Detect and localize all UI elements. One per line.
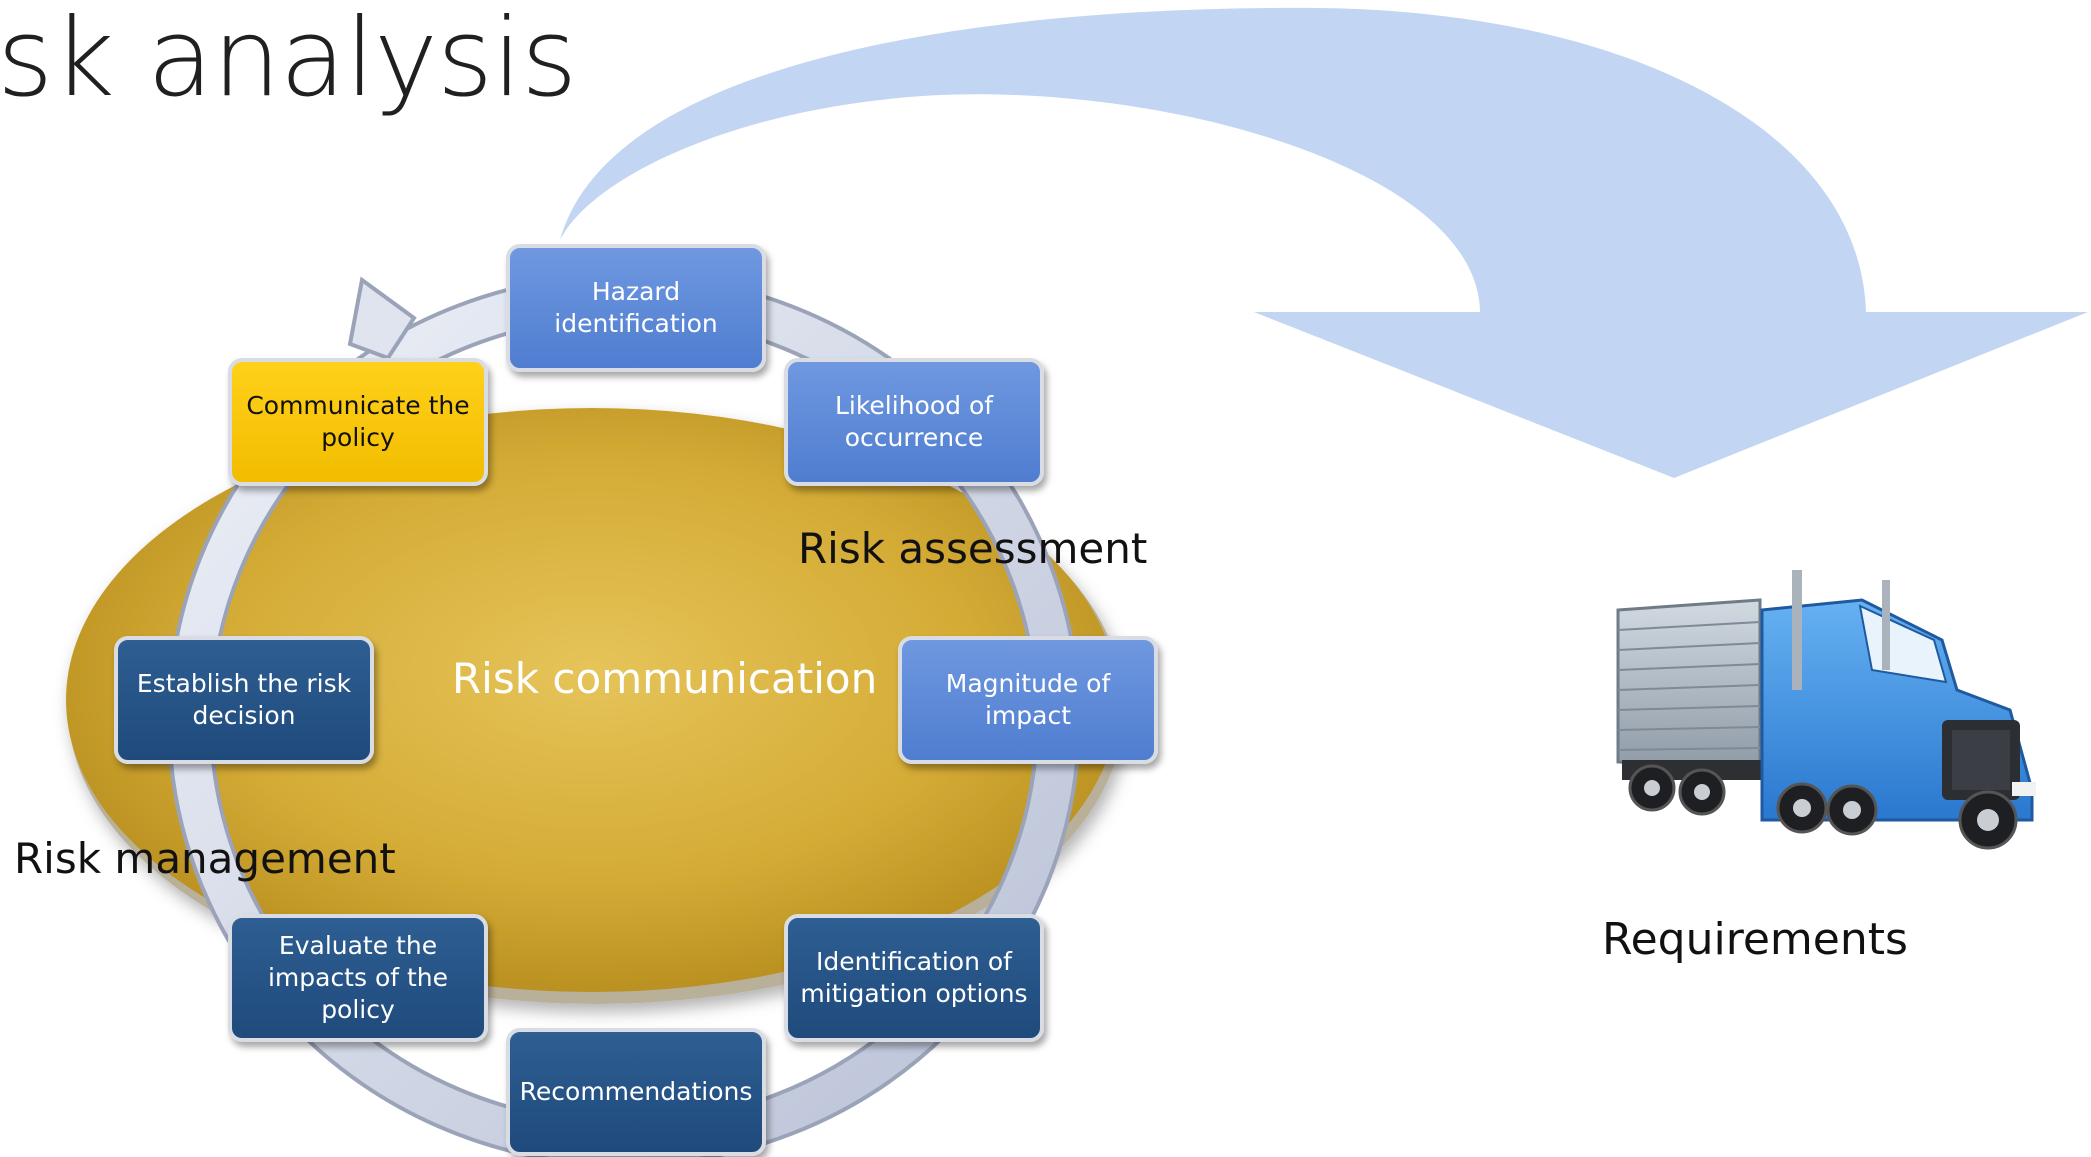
step-recommendations: Recommendations bbox=[506, 1028, 766, 1156]
step-label: Identification of mitigation options bbox=[800, 947, 1028, 1008]
step-label: Evaluate the impacts of the policy bbox=[267, 931, 449, 1024]
risk-disc bbox=[66, 408, 1124, 1004]
requirements-label: Requirements bbox=[1602, 914, 1908, 965]
slide-title: isk analysis bbox=[0, 0, 577, 121]
truck-icon bbox=[1616, 570, 2036, 850]
step-label: Communicate the policy bbox=[246, 391, 470, 452]
step-label: Recommendations bbox=[519, 1077, 753, 1106]
step-hazard-identification: Hazard identification bbox=[506, 244, 766, 372]
curved-arrow bbox=[560, 7, 2088, 478]
risk-management-label: Risk management bbox=[14, 834, 396, 883]
step-likelihood-of-occurrence: Likelihood of occurrence bbox=[784, 358, 1044, 486]
center-label: Risk communication bbox=[452, 654, 878, 703]
step-establish-risk-decision: Establish the risk decision bbox=[114, 636, 374, 764]
risk-assessment-label: Risk assessment bbox=[798, 524, 1148, 573]
step-label: Likelihood of occurrence bbox=[834, 391, 994, 452]
step-identification-of-mitigation-options: Identification of mitigation options bbox=[784, 914, 1044, 1042]
step-label: Magnitude of impact bbox=[945, 669, 1111, 730]
step-communicate-policy: Communicate the policy bbox=[228, 358, 488, 486]
step-magnitude-of-impact: Magnitude of impact bbox=[898, 636, 1158, 764]
step-label: Hazard identification bbox=[554, 277, 718, 338]
step-evaluate-impacts: Evaluate the impacts of the policy bbox=[228, 914, 488, 1042]
step-label: Establish the risk decision bbox=[136, 669, 352, 730]
